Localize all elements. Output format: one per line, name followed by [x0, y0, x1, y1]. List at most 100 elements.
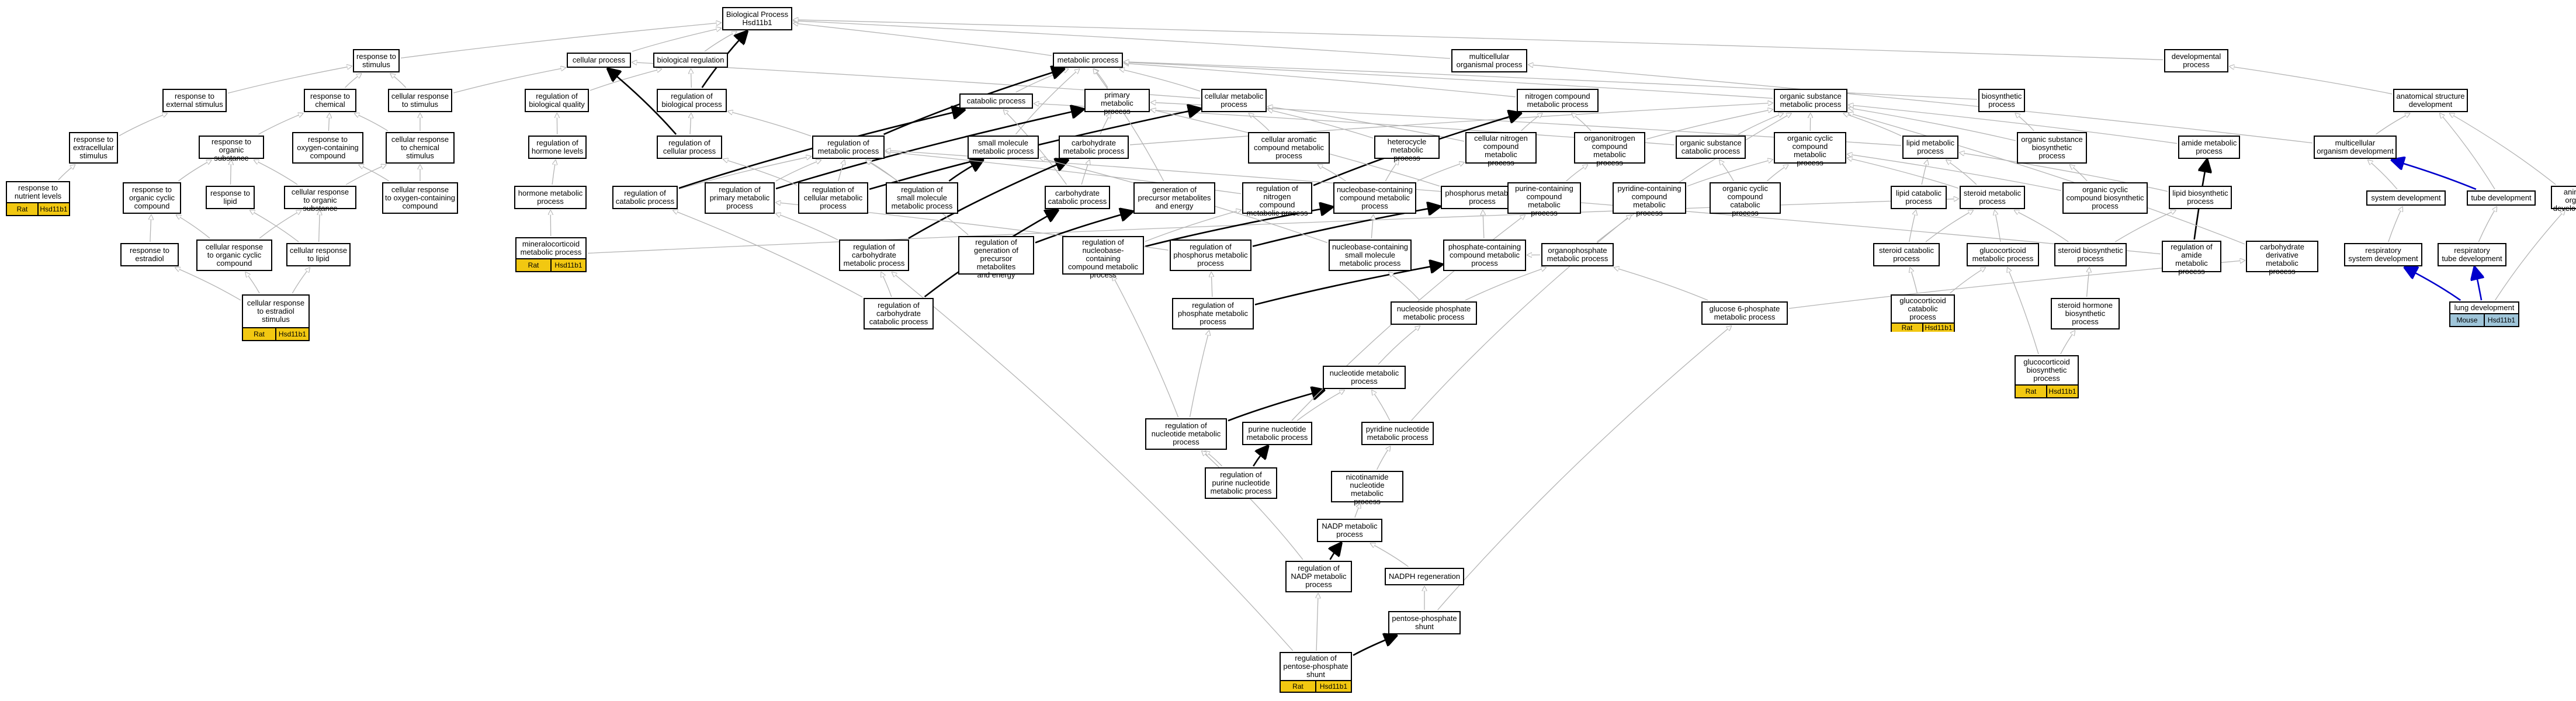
go-term-orgcycbio[interactable]: organic cyclic compound biosynthetic pro…	[2062, 182, 2148, 214]
go-term-resptube[interactable]: respiratory tube development	[2438, 243, 2506, 266]
go-term-lipcat[interactable]: lipid catabolic process	[1891, 186, 1947, 209]
go-term-regphosmet[interactable]: regulation of phosphate metabolic proces…	[1172, 298, 1254, 329]
go-term-regsmall[interactable]: regulation of small molecule metabolic p…	[886, 182, 958, 214]
go-term-sterolcat[interactable]: steroid catabolic process	[1873, 243, 1940, 266]
go-term-tubedev[interactable]: tube development	[2467, 190, 2536, 206]
go-term-orgsub[interactable]: organic substance metabolic process	[1774, 89, 1847, 112]
go-term-pyrcont[interactable]: pyridine-containing compound metabolic p…	[1613, 182, 1686, 217]
go-term-rchem[interactable]: response to chemical	[304, 89, 356, 112]
go-term-nucsmall[interactable]: nucleobase-containing small molecule met…	[1329, 240, 1412, 271]
go-term-regcarb[interactable]: regulation of carbohydrate metabolic pro…	[839, 240, 909, 271]
go-term-hormmet[interactable]: hormone metabolic process	[514, 186, 587, 209]
go-term-regcp[interactable]: regulation of cellular process	[657, 136, 722, 159]
go-term-nadpmet[interactable]: NADP metabolic process	[1317, 519, 1382, 542]
go-term-orgsubbio[interactable]: organic substance biosynthetic process	[2017, 132, 2087, 164]
go-term-reghorm[interactable]: regulation of hormone levels	[528, 136, 587, 159]
go-term-primmet[interactable]: primary metabolic process	[1084, 89, 1150, 116]
go-term-hetero[interactable]: heterocycle metabolic process	[1374, 136, 1440, 162]
go-term-croxy[interactable]: cellular response to oxygen-containing c…	[382, 182, 458, 214]
go-term-regcell[interactable]: regulation of cellular metabolic process	[798, 182, 868, 214]
go-term-breg[interactable]: biological regulation	[653, 53, 728, 68]
go-term-respsys[interactable]: respiratory system development	[2344, 243, 2422, 266]
go-term-orgsubcat[interactable]: organic substance catabolic process	[1676, 136, 1746, 159]
go-term-sterhormbio[interactable]: steroid hormone biosynthetic process	[2051, 298, 2120, 329]
go-term-amide[interactable]: amide metabolic process	[2178, 136, 2240, 159]
go-term-regpur[interactable]: regulation of purine nucleotide metaboli…	[1205, 467, 1277, 499]
go-term-regbq[interactable]: regulation of biological quality	[525, 89, 589, 112]
go-term-nicot[interactable]: nicotinamide nucleotide metabolic proces…	[1331, 471, 1403, 506]
go-term-regnucbase[interactable]: regulation of nucleobase-containing comp…	[1062, 236, 1144, 279]
go-term-roxy[interactable]: response to oxygen-containing compound	[292, 132, 363, 164]
go-term-regmet[interactable]: regulation of metabolic process	[812, 136, 885, 159]
go-term-organon[interactable]: organonitrogen compound metabolic proces…	[1574, 132, 1645, 167]
go-term-rlipid[interactable]: response to lipid	[206, 186, 255, 209]
go-term-orgcyccat[interactable]: organic cyclic compound catabolic proces…	[1710, 182, 1781, 217]
go-term-regphos[interactable]: regulation of phosphorus metabolic proce…	[1170, 240, 1251, 271]
go-term-crstim[interactable]: cellular response to stimulus	[388, 89, 452, 112]
go-term-sterolmet[interactable]: steroid metabolic process	[1960, 186, 2025, 209]
go-term-regbp[interactable]: regulation of biological process	[657, 89, 727, 112]
go-term-caromat[interactable]: cellular aromatic compound metabolic pro…	[1248, 132, 1330, 164]
go-term-devproc[interactable]: developmental process	[2164, 49, 2228, 72]
go-term-carbmet[interactable]: carbohydrate metabolic process	[1059, 136, 1129, 159]
go-term-regcarbcat[interactable]: regulation of carbohydrate catabolic pro…	[864, 298, 934, 329]
go-term-lipid[interactable]: lipid metabolic process	[1902, 136, 1958, 159]
go-term-purcont[interactable]: purine-containing compound metabolic pro…	[1507, 182, 1581, 217]
go-term-crchem[interactable]: cellular response to chemical stimulus	[386, 132, 455, 164]
go-term-regnadp[interactable]: regulation of NADP metabolic process	[1285, 561, 1352, 592]
go-term-smallmol[interactable]: small molecule metabolic process	[968, 136, 1039, 159]
go-term-nucphos[interactable]: nucleoside phosphate metabolic process	[1391, 301, 1477, 325]
go-term-rstim[interactable]: response to stimulus	[353, 49, 400, 72]
go-term-cproc[interactable]: cellular process	[567, 53, 631, 68]
go-term-bp[interactable]: Biological Process Hsd11b1	[722, 7, 792, 30]
go-term-orgcyc[interactable]: organic cyclic compound metabolic proces…	[1774, 132, 1846, 167]
go-term-nitro[interactable]: nitrogen compound metabolic process	[1517, 89, 1599, 112]
go-term-regnitro[interactable]: regulation of nitrogen compound metaboli…	[1242, 182, 1312, 217]
go-term-nucmet[interactable]: nucleotide metabolic process	[1323, 366, 1406, 389]
go-term-genprec[interactable]: generation of precursor metabolites and …	[1133, 182, 1215, 214]
go-term-pentose[interactable]: pentose-phosphate shunt	[1388, 611, 1461, 634]
go-term-catab[interactable]: catabolic process	[959, 93, 1033, 109]
go-term-multiorg[interactable]: multicellular organismal process	[1451, 49, 1527, 72]
go-term-lipbio[interactable]: lipid biosynthetic process	[2169, 186, 2232, 209]
go-term-pyrnuc[interactable]: pyridine nucleotide metabolic process	[1361, 422, 1434, 445]
go-term-reggen[interactable]: regulation of generation of precursor me…	[958, 236, 1034, 279]
go-term-regnuc[interactable]: regulation of nucleotide metabolic proce…	[1145, 418, 1227, 450]
go-term-regprim[interactable]: regulation of primary metabolic process	[705, 182, 775, 214]
go-term-crlipid[interactable]: cellular response to lipid	[286, 243, 351, 266]
go-term-rorgsub[interactable]: response to organic substance	[199, 136, 264, 162]
go-term-glucmet[interactable]: glucocorticoid metabolic process	[1967, 243, 2039, 266]
go-term-carbcat[interactable]: carbohydrate catabolic process	[1045, 186, 1110, 209]
go-term-g6p[interactable]: glucose 6-phosphate metabolic process	[1701, 301, 1788, 325]
go-term-biosyn[interactable]: biosynthetic process	[1978, 89, 2025, 112]
go-term-crocyc[interactable]: cellular response to organic cyclic comp…	[196, 240, 272, 271]
go-term-rocyc[interactable]: response to organic cyclic compound	[123, 182, 181, 214]
go-term-anatdev[interactable]: anatomical structure development	[2393, 89, 2468, 112]
go-term-restr[interactable]: response to estradiol	[120, 243, 179, 266]
go-term-rextra[interactable]: response to extracellular stimulus	[69, 132, 118, 164]
go-term-orgphos[interactable]: organophosphate metabolic process	[1541, 243, 1614, 266]
go-term-sterolbio[interactable]: steroid biosynthetic process	[2054, 243, 2127, 266]
go-term-crorgsub[interactable]: cellular response to organic substance	[284, 186, 356, 213]
go-term-nucbase[interactable]: nucleobase-containing compound metabolic…	[1333, 182, 1416, 214]
go-term-animorg[interactable]: animal organ development	[2551, 186, 2576, 213]
go-term-cnitro[interactable]: cellular nitrogen compound metabolic pro…	[1465, 132, 1537, 167]
go-term-regamide[interactable]: regulation of amide metabolic process	[2162, 241, 2221, 276]
go-term-metab[interactable]: metabolic process	[1053, 53, 1123, 68]
go-term-rext[interactable]: response to external stimulus	[162, 89, 227, 112]
go-term-purnuc[interactable]: purine nucleotide metabolic process	[1242, 422, 1312, 445]
go-term-carbderiv[interactable]: carbohydrate derivative metabolic proces…	[2246, 241, 2318, 276]
go-term-cellmet[interactable]: cellular metabolic process	[1201, 89, 1267, 112]
go-term-multidev[interactable]: multicellular organism development	[2314, 136, 2397, 159]
go-term-nadphregen[interactable]: NADPH regeneration	[1385, 568, 1464, 585]
go-term-sysdev[interactable]: system development	[2366, 190, 2446, 206]
go-term-regcat[interactable]: regulation of catabolic process	[612, 186, 678, 209]
go-term-phoscont[interactable]: phosphate-containing compound metabolic …	[1443, 240, 1526, 271]
